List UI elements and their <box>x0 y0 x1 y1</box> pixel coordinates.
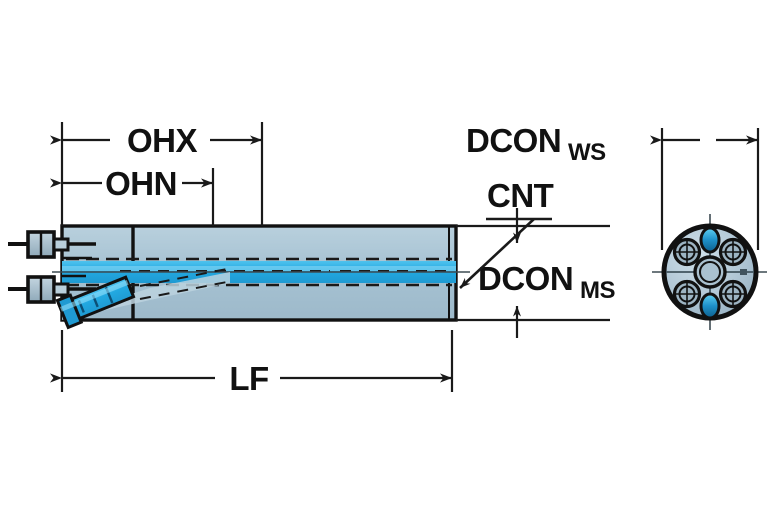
coolant-nozzle-assembly <box>55 267 233 330</box>
lf-label: LF <box>229 360 268 397</box>
end-view <box>652 214 767 330</box>
screw-hole-upper-left <box>672 237 702 267</box>
dimension-ohx: OHX <box>50 122 264 226</box>
clamp-screw-upper <box>8 226 96 259</box>
nozzle-highlight <box>59 280 129 312</box>
cnt-leader-line <box>459 218 535 289</box>
end-view-key-mark <box>740 269 747 275</box>
cnt-label: CNT <box>487 177 554 214</box>
dimension-dcon-ms: DCON MS <box>456 208 616 338</box>
coolant-nozzle <box>55 275 136 330</box>
end-view-screw-holes <box>672 237 748 309</box>
dconms-sub-label: MS <box>580 277 615 304</box>
dconms-label: DCON <box>478 260 573 297</box>
dimension-ohn: OHN <box>50 165 215 226</box>
screw-hole-lower-left <box>672 279 702 309</box>
dimension-cnt: CNT <box>459 177 554 289</box>
end-view-center-bore-inner <box>699 261 721 283</box>
nozzle-head <box>55 293 84 330</box>
screw-hole-lower-right <box>718 279 748 309</box>
coolant-channel-highlight <box>62 266 456 271</box>
nozzle-hidden-line-top <box>139 267 233 287</box>
nozzle-hidden-line-bottom <box>139 280 233 300</box>
ohx-label: OHX <box>127 122 198 159</box>
clamp-screw-upper-shank <box>52 237 70 252</box>
clamp-screw-lower-shank <box>52 282 70 297</box>
coolant-port-bottom <box>699 292 721 320</box>
clamp-screw-lower <box>8 275 96 304</box>
shank-side-view <box>8 224 470 330</box>
ohn-label: OHN <box>105 165 177 202</box>
dimension-dcon-ws: DCON WS <box>466 122 760 250</box>
coolant-port-top <box>699 226 721 254</box>
end-view-coolant-ports <box>699 226 721 320</box>
dimension-lf: LF <box>50 330 454 397</box>
dconws-sub-label: WS <box>568 139 606 166</box>
screw-hole-upper-right <box>718 237 748 267</box>
dconws-label: DCON <box>466 122 561 159</box>
